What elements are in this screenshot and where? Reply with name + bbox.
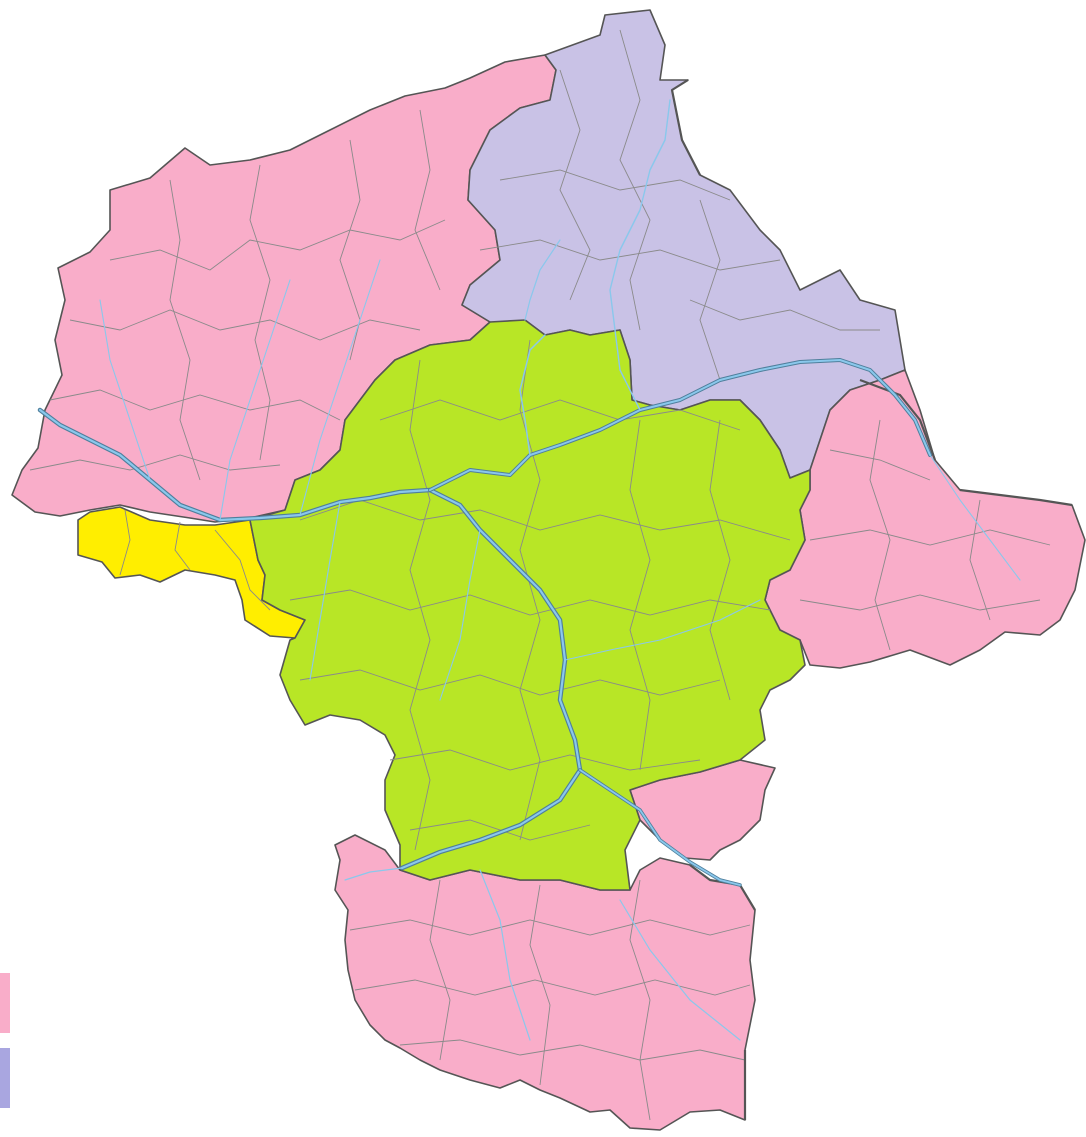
region-central[interactable] — [249, 319, 811, 891]
rivers — [37, 99, 1021, 1041]
legend-swatch-pink — [0, 973, 10, 1033]
legend-swatch-lilac — [0, 1048, 10, 1108]
district-boundaries — [29, 29, 1051, 1121]
